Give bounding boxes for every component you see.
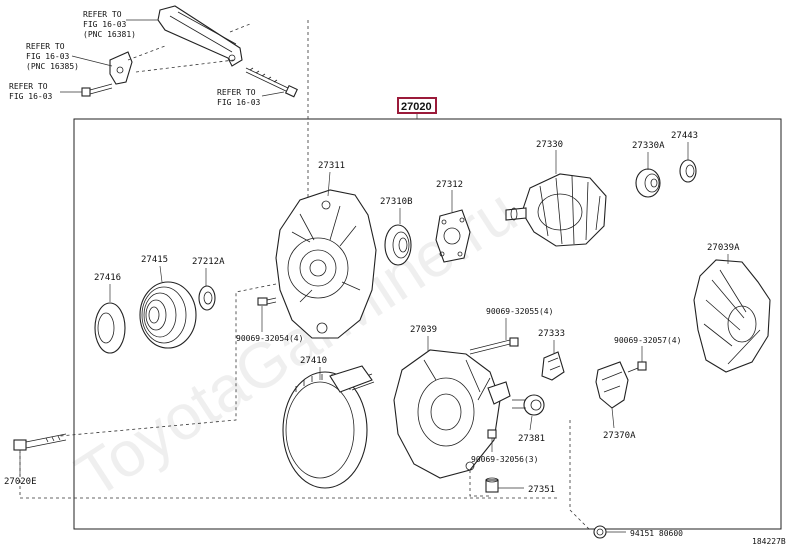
rectifier-end-frame: [393, 349, 511, 479]
retainer-plate: [435, 209, 471, 263]
bearing-cover: [679, 159, 697, 183]
diagram-code: 184227B: [752, 537, 786, 546]
screw-32055: [469, 337, 519, 355]
svg-text:(PNC 16385): (PNC 16385): [26, 62, 79, 71]
label-27370a[interactable]: 27370A: [603, 431, 636, 441]
svg-text:FIG 16-03: FIG 16-03: [83, 20, 127, 29]
svg-text:REFER TO: REFER TO: [217, 88, 256, 97]
svg-text:REFER TO: REFER TO: [83, 10, 122, 19]
through-bolt: [13, 433, 67, 451]
terminal-nut: [593, 525, 607, 539]
terminal-bushing: [485, 477, 499, 493]
bearing-27310b: [384, 224, 412, 266]
label-27311[interactable]: 27311: [318, 161, 345, 171]
adjust-bolt: [245, 67, 298, 98]
label-27333[interactable]: 27333: [538, 329, 565, 339]
svg-text:FIG 16-03: FIG 16-03: [217, 98, 261, 107]
label-27381[interactable]: 27381: [518, 434, 545, 444]
rear-end-cover: [693, 259, 771, 373]
rotor-assembly: [505, 173, 607, 247]
label-27312[interactable]: 27312: [436, 180, 463, 190]
label-94151-80600[interactable]: 94151 80600: [630, 529, 683, 538]
pulley-cap: [94, 302, 126, 354]
label-27039[interactable]: 27039: [410, 325, 437, 335]
assembly-frame: [73, 118, 782, 530]
label-27410[interactable]: 27410: [300, 356, 327, 366]
assembly-label-box[interactable]: [397, 97, 437, 114]
refer-note-c[interactable]: REFER TO FIG 16-03: [9, 82, 82, 101]
refer-note-d[interactable]: REFER TO FIG 16-03: [217, 88, 285, 107]
label-27310b[interactable]: 27310B: [380, 197, 413, 207]
label-27351[interactable]: 27351: [528, 485, 555, 495]
svg-text:(PNC 16381): (PNC 16381): [83, 30, 136, 39]
label-27415[interactable]: 27415: [141, 255, 168, 265]
assembly-part-number[interactable]: 27020: [401, 101, 432, 113]
label-27212a[interactable]: 27212A: [192, 257, 225, 267]
label-27039a[interactable]: 27039A: [707, 243, 740, 253]
label-27443[interactable]: 27443: [671, 131, 698, 141]
refer-note-a[interactable]: REFER TO FIG 16-03 (PNC 16381): [83, 10, 158, 39]
label-90069-32054[interactable]: 90069-32054(4): [236, 334, 303, 343]
svg-text:REFER TO: REFER TO: [9, 82, 48, 91]
top-left-bolt: [81, 83, 113, 97]
label-27330[interactable]: 27330: [536, 140, 563, 150]
bracket-plate: [109, 51, 133, 85]
svg-text:FIG 16-03: FIG 16-03: [26, 52, 70, 61]
label-27416[interactable]: 27416: [94, 273, 121, 283]
stator: [282, 365, 375, 489]
svg-text:FIG 16-03: FIG 16-03: [9, 92, 53, 101]
voltage-regulator: [595, 361, 647, 409]
label-27330a[interactable]: 27330A: [632, 141, 665, 151]
drive-end-frame: [275, 189, 377, 339]
label-90069-32057[interactable]: 90069-32057(4): [614, 336, 681, 345]
screw-32054: [257, 297, 277, 306]
pulley: [139, 281, 197, 349]
terminal-insulator: [512, 394, 545, 416]
adjusting-bracket: [157, 5, 243, 67]
bearing-27330a: [635, 168, 661, 198]
screw-32056: [487, 429, 497, 439]
svg-text:REFER TO: REFER TO: [26, 42, 65, 51]
refer-note-b[interactable]: REFER TO FIG 16-03 (PNC 16385): [26, 42, 113, 71]
brush-holder: [541, 351, 565, 381]
pulley-washer: [198, 285, 216, 311]
label-90069-32056[interactable]: 90069-32056(3): [471, 455, 538, 464]
label-90069-32055[interactable]: 90069-32055(4): [486, 307, 553, 316]
